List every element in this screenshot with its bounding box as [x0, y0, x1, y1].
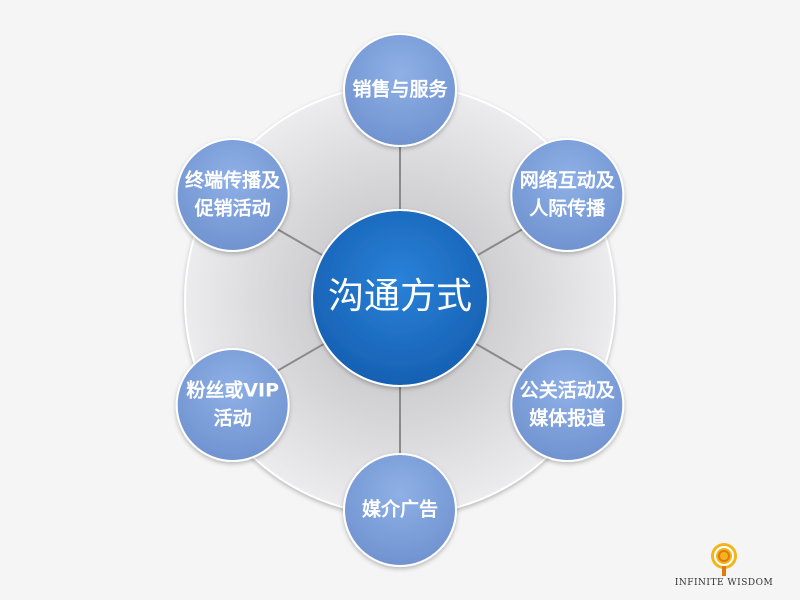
node-label-top-right-line-1: 网络互动及 [520, 169, 616, 192]
node-bottom-left: 粉丝或VIP 活动 [175, 348, 290, 462]
node-label-top-right-line-2: 人际传播 [529, 197, 606, 220]
node-label-bottom-left-line-1: 粉丝或VIP [186, 379, 279, 402]
node-label-bottom-right-line-2: 媒体报道 [529, 407, 605, 430]
spiral-logo-icon [711, 543, 737, 576]
node-label-top-line-1: 销售与服务 [352, 78, 448, 101]
node-circle-top-left [175, 138, 290, 252]
center-label: 沟通方式 [328, 276, 472, 317]
node-circle-bottom-left [175, 348, 290, 462]
center-circle [311, 209, 489, 387]
node-circle-bottom-right [510, 348, 625, 462]
node-circle-bottom [343, 453, 457, 567]
node-label-bottom-line-1: 媒介广告 [362, 498, 438, 521]
node-label-top-left-line-2: 促销活动 [194, 197, 271, 220]
logo-text: INFINITE WISDOM [674, 578, 774, 588]
node-label-bottom-left-line-2: 活动 [214, 407, 252, 430]
node-label-bottom-right-line-1: 公关活动及 [520, 379, 616, 402]
brand-logo: INFINITE WISDOM [664, 538, 784, 588]
node-top: 销售与服务 [343, 33, 457, 147]
node-circle-top [343, 33, 457, 147]
node-circle-top-right [510, 138, 625, 252]
node-bottom: 媒介广告 [343, 453, 457, 567]
node-label-top-left-line-1: 终端传播及 [185, 169, 281, 192]
